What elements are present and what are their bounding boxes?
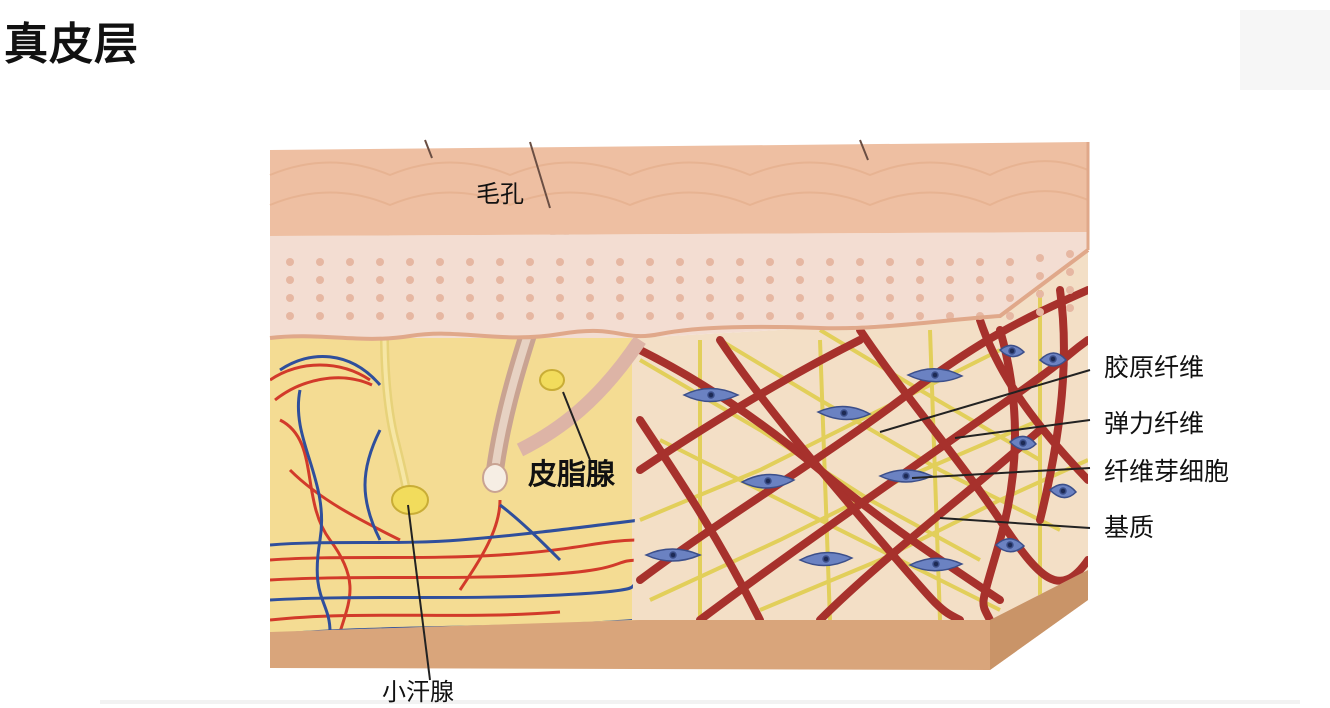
fibroblast-cell (682, 387, 740, 403)
epidermis-dermis-junction (269, 248, 1090, 341)
blood-vessels (270, 355, 640, 632)
leader-elastic (954, 419, 1091, 439)
fibroblast-cell (1008, 435, 1038, 451)
label-elastic-fiber: 弹力纤维 (1104, 409, 1204, 438)
epidermis-top-surface (270, 142, 1088, 236)
skin-block-side (990, 570, 1088, 670)
label-fibroblast: 纤维芽细胞 (1104, 457, 1229, 486)
label-ground-substance: 基质 (1104, 513, 1154, 542)
skin-surface-pattern (269, 160, 1089, 207)
fiber-mesh (636, 286, 1088, 620)
collagen-fibers (636, 286, 1088, 620)
leader-fibroblast (911, 467, 1091, 479)
leader-ground-substance (939, 517, 1091, 529)
label-collagen-fiber: 胶原纤维 (1104, 353, 1204, 382)
arteries (270, 363, 640, 632)
background-blob (1240, 10, 1330, 90)
fibroblast-cells (644, 344, 1078, 572)
fibroblast-cell (906, 368, 964, 383)
fibroblast-cell (1038, 352, 1068, 367)
fibroblast-cell (740, 473, 796, 489)
page-title: 真皮层 (4, 19, 139, 70)
leader-collagen (879, 369, 1091, 433)
fibroblast-cell (908, 557, 964, 572)
label-sweat-gland: 小汗腺 (382, 678, 454, 706)
label-pore: 毛孔 (476, 180, 524, 208)
fibroblast-cell (644, 548, 702, 562)
dermis-right-region (632, 250, 1088, 620)
stratum-layer (270, 232, 1088, 338)
fibroblast-cell (816, 405, 872, 421)
fibroblast-cell (998, 344, 1026, 358)
surface-hairs (424, 139, 869, 209)
label-sebaceous-gland: 皮脂腺 (528, 457, 616, 491)
fibroblast-cell (994, 538, 1026, 553)
stratum-cells (286, 250, 1074, 320)
leader-sebaceous (562, 391, 591, 461)
fibroblast-cell (1048, 483, 1078, 499)
bottom-divider (100, 700, 1300, 704)
leader-lines (407, 369, 1091, 681)
fibroblast-cell (798, 551, 854, 567)
leader-sweat-gland (407, 504, 431, 681)
fibroblast-cell (878, 469, 934, 483)
